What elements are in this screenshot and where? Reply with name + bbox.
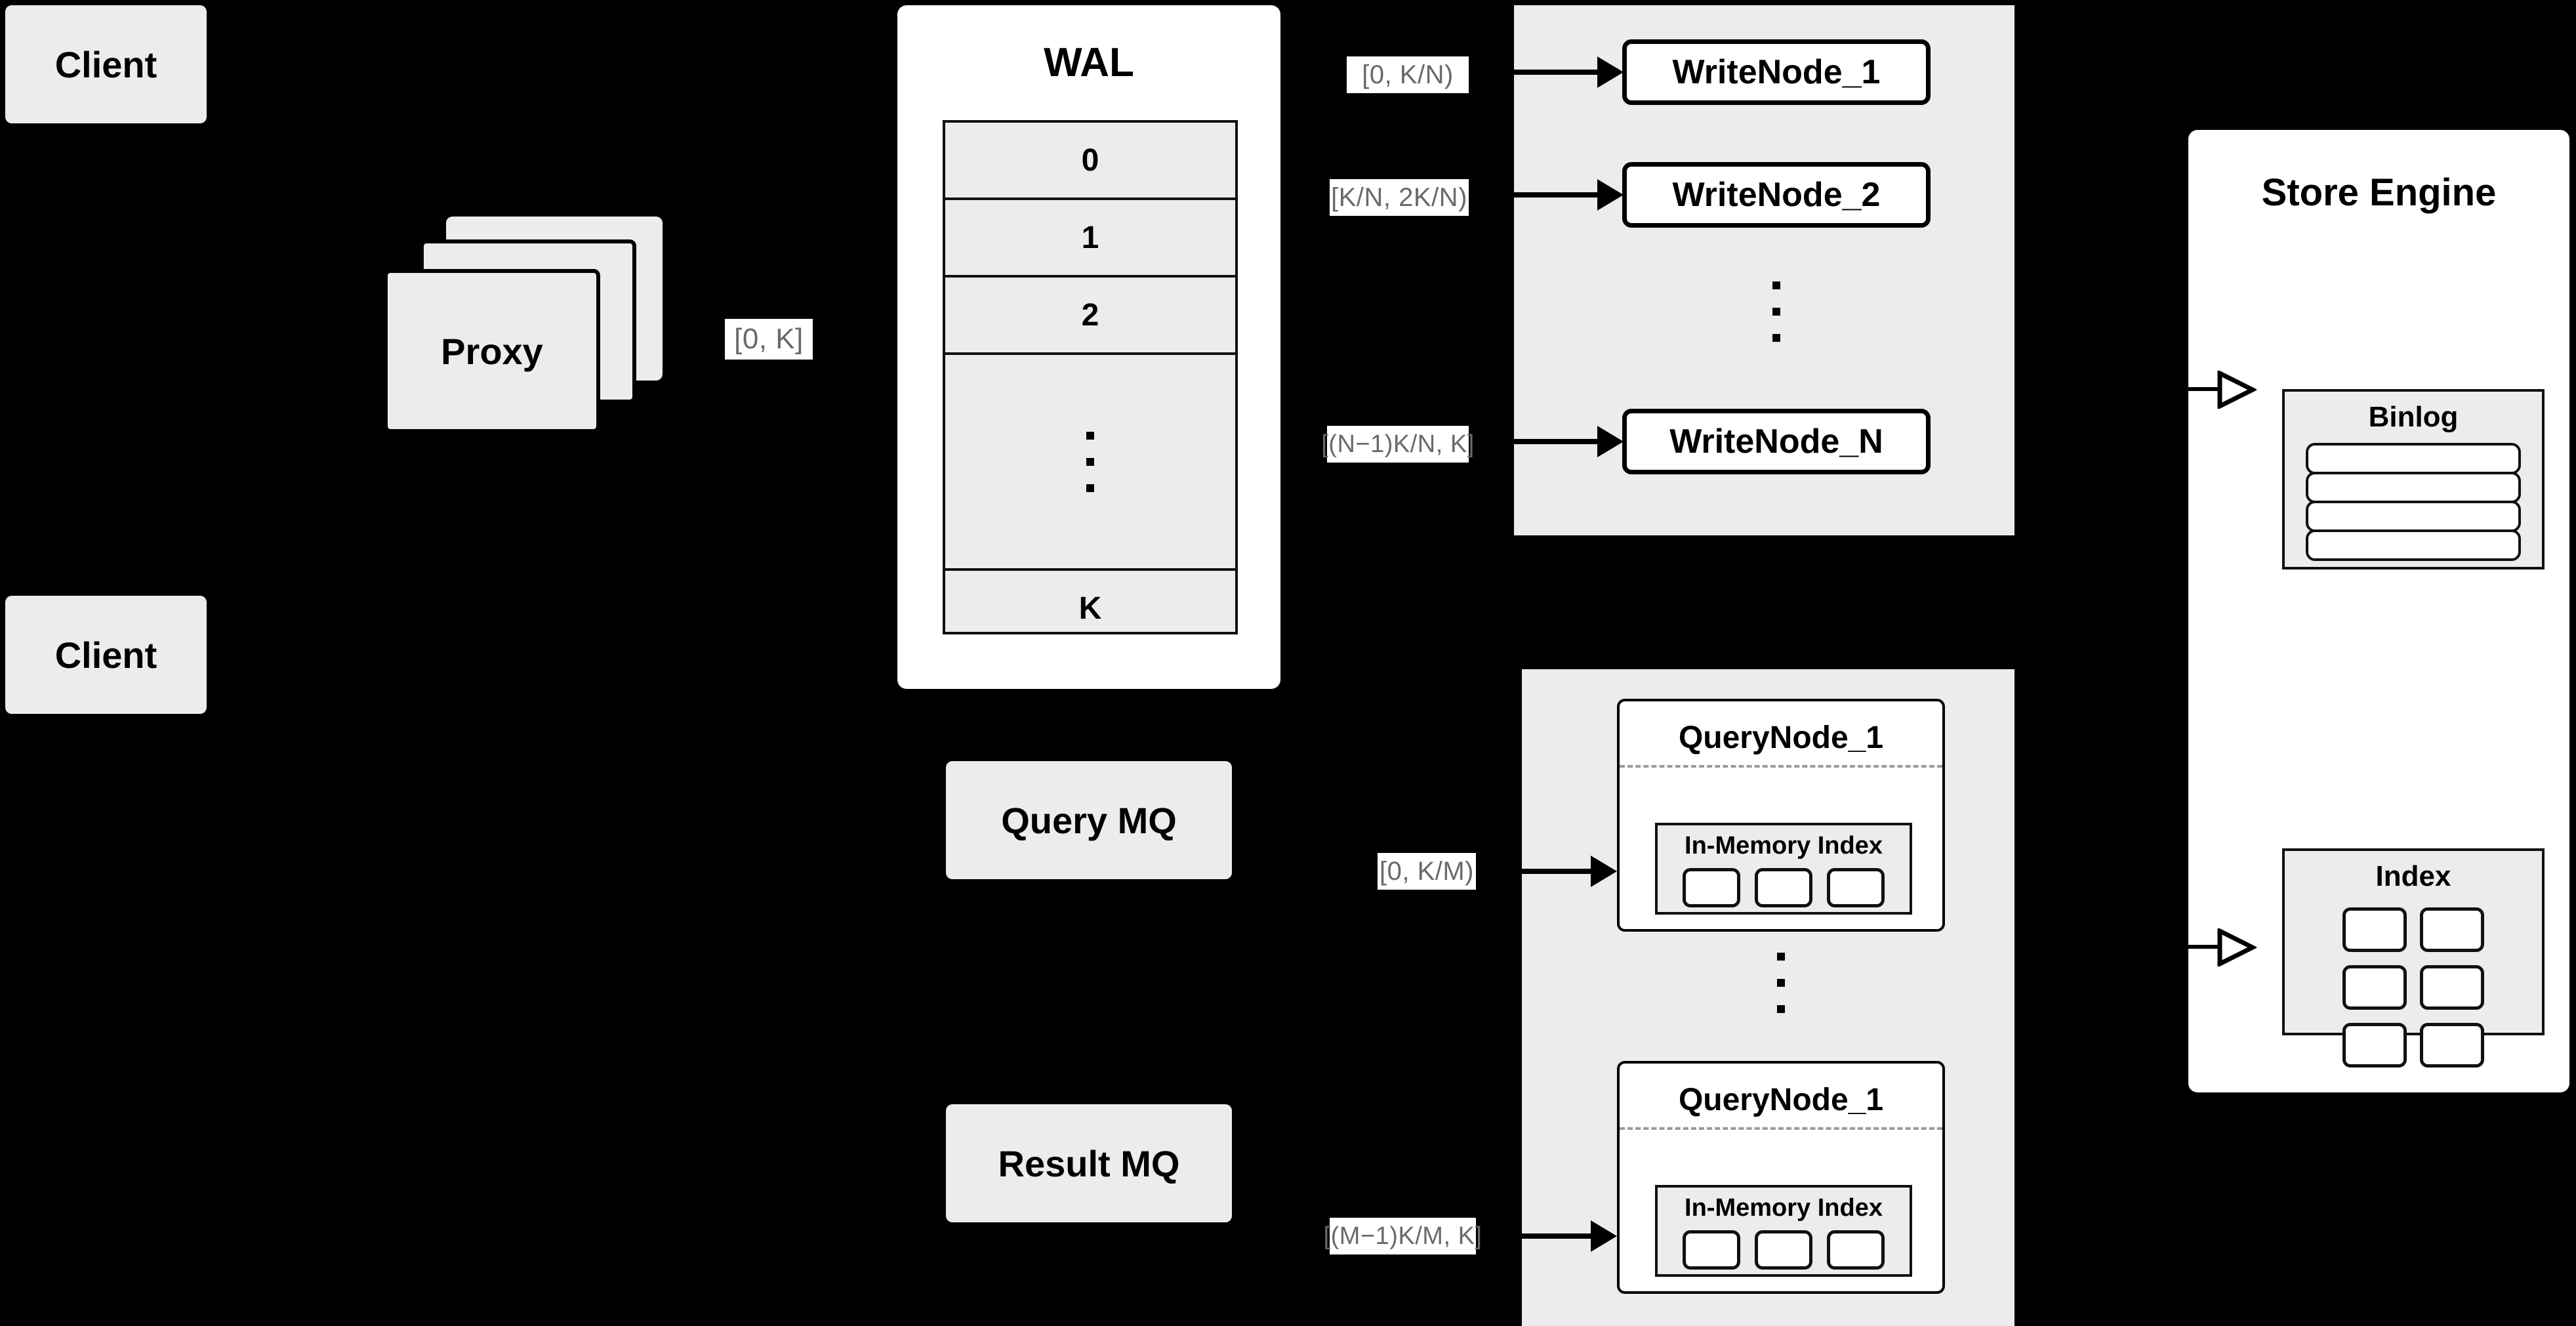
write-node-2-label: WriteNode_2 (1672, 176, 1881, 214)
write-node-n[interactable]: WriteNode_N (1622, 409, 1931, 474)
write-node-2-range-text: [K/N, 2K/N) (1331, 182, 1467, 212)
write-node-2-range-label: [K/N, 2K/N) (1330, 179, 1469, 216)
query-node-1[interactable]: QueryNode_1 In-Memory Index (1617, 699, 1945, 932)
query-node-1-separator (1620, 765, 1942, 768)
query-mq-box[interactable]: Query MQ (946, 761, 1232, 879)
query-node-m-inmemory-index: In-Memory Index (1655, 1185, 1912, 1277)
index-cell-4[interactable] (2420, 965, 2484, 1010)
client-box-2[interactable]: Client (5, 596, 207, 714)
client-label-2: Client (54, 634, 157, 676)
wal-panel: WAL 0 1 2 K (897, 5, 1280, 689)
write-node-2-arrow-head (1597, 179, 1624, 211)
query-node-1-index-cell-2[interactable] (1755, 868, 1812, 907)
write-node-1-arrow-line (1514, 70, 1599, 75)
query-ellipsis-dot-3 (1777, 1005, 1785, 1013)
binlog-arrow-head-hollow-icon (2217, 371, 2257, 409)
wal-title: WAL (1044, 40, 1134, 85)
index-title: Index (2375, 860, 2451, 892)
proxy-range-label: [0, K] (725, 319, 813, 360)
query-node-m-label: QueryNode_1 (1678, 1083, 1884, 1117)
binlog-row-3[interactable] (2306, 501, 2521, 532)
query-node-1-inmemory-index: In-Memory Index (1655, 823, 1912, 915)
index-arrow-line (2181, 945, 2220, 949)
query-node-m-range-label: [(M−1)K/M, K] (1324, 1218, 1482, 1254)
binlog-row-2[interactable] (2306, 472, 2521, 503)
query-node-m-arrow-head (1591, 1220, 1617, 1252)
write-node-n-arrow-line (1514, 439, 1599, 444)
wal-ellipsis-dot-2 (1086, 457, 1094, 466)
client-box-1[interactable]: Client (5, 5, 207, 123)
write-ellipsis-dot-3 (1772, 334, 1780, 342)
query-node-m-arrow-line (1522, 1233, 1594, 1239)
wal-row-label-1: 1 (1081, 220, 1099, 255)
query-ellipsis-dot-2 (1777, 979, 1785, 987)
index-cell-6[interactable] (2420, 1023, 2484, 1067)
result-mq-box[interactable]: Result MQ (946, 1104, 1232, 1222)
wal-row-label-k: K (1078, 590, 1102, 626)
wal-row-2[interactable]: 2 (945, 278, 1235, 355)
write-node-1-label: WriteNode_1 (1672, 53, 1881, 91)
index-group: Index (2282, 848, 2545, 1067)
write-node-n-label: WriteNode_N (1669, 423, 1883, 461)
query-node-m-separator (1620, 1127, 1942, 1130)
wal-row-label-0: 0 (1081, 142, 1099, 178)
store-engine-title: Store Engine (2261, 171, 2497, 214)
index-cell-5[interactable] (2342, 1023, 2407, 1067)
index-cell-2[interactable] (2420, 907, 2484, 952)
wal-ellipsis-dot-1 (1086, 431, 1094, 440)
store-engine-panel: Store Engine Binlog Index (2188, 130, 2569, 1092)
query-node-1-arrow-head (1591, 856, 1617, 887)
query-node-m-range-text: [(M−1)K/M, K] (1323, 1222, 1482, 1250)
write-node-1-arrow-head (1597, 56, 1624, 88)
write-node-1-range-text: [0, K/N) (1362, 60, 1454, 89)
proxy-label: Proxy (441, 330, 543, 372)
write-node-1-range-label: [0, K/N) (1347, 56, 1469, 93)
wal-row-k[interactable]: K (945, 571, 1235, 646)
write-node-n-range-text: [(N−1)K/N, K] (1321, 430, 1475, 458)
query-node-1-index-cell-3[interactable] (1827, 868, 1885, 907)
write-ellipsis-dot-1 (1772, 281, 1780, 289)
wal-row-0[interactable]: 0 (945, 123, 1235, 200)
binlog-row-1[interactable] (2306, 443, 2521, 474)
wal-row-ellipsis (945, 355, 1235, 571)
wal-row-1[interactable]: 1 (945, 200, 1235, 278)
query-node-1-range-text: [0, K/M) (1379, 856, 1475, 886)
proxy-box[interactable]: Proxy (384, 269, 600, 433)
query-node-m[interactable]: QueryNode_1 In-Memory Index (1617, 1061, 1945, 1294)
binlog-group: Binlog (2282, 389, 2545, 570)
write-node-n-range-label: [(N−1)K/N, K] (1321, 426, 1474, 463)
query-mq-label: Query MQ (1001, 799, 1177, 841)
write-node-n-arrow-head (1597, 426, 1624, 457)
query-node-1-label: QueryNode_1 (1678, 720, 1884, 755)
query-ellipsis-dot-1 (1777, 953, 1785, 961)
query-node-m-index-cell-3[interactable] (1827, 1230, 1885, 1270)
query-node-m-index-cell-2[interactable] (1755, 1230, 1812, 1270)
binlog-row-4[interactable] (2306, 529, 2521, 561)
wal-table: 0 1 2 K (943, 120, 1238, 634)
proxy-range-text: [0, K] (734, 323, 804, 355)
client-label-1: Client (54, 43, 157, 85)
index-cell-1[interactable] (2342, 907, 2407, 952)
wal-row-label-2: 2 (1081, 297, 1099, 333)
wal-ellipsis-dot-3 (1086, 484, 1094, 492)
query-cluster-ellipsis (1768, 937, 1794, 1029)
query-node-m-inmemory-title: In-Memory Index (1685, 1194, 1883, 1222)
write-node-1[interactable]: WriteNode_1 (1622, 39, 1931, 105)
write-cluster-ellipsis (1763, 266, 1789, 358)
query-node-1-index-cell-1[interactable] (1683, 868, 1740, 907)
query-node-m-index-cell-1[interactable] (1683, 1230, 1740, 1270)
query-node-1-range-label: [0, K/M) (1378, 853, 1476, 890)
result-mq-label: Result MQ (998, 1142, 1180, 1184)
write-node-2[interactable]: WriteNode_2 (1622, 162, 1931, 228)
index-arrow-head-hollow-icon (2217, 928, 2257, 966)
binlog-title: Binlog (2368, 401, 2459, 433)
query-node-1-inmemory-title: In-Memory Index (1685, 832, 1883, 860)
binlog-arrow-line (2181, 387, 2220, 391)
write-ellipsis-dot-2 (1772, 308, 1780, 316)
write-node-2-arrow-line (1514, 192, 1599, 197)
index-cell-3[interactable] (2342, 965, 2407, 1010)
query-node-1-arrow-line (1522, 869, 1594, 874)
